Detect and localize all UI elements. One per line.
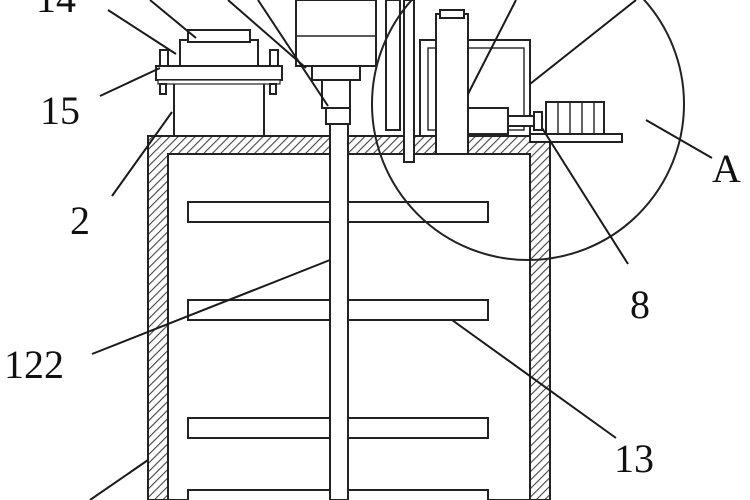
label-14: 14 xyxy=(36,0,76,21)
label-122: 122 xyxy=(4,342,64,387)
inlet-flange-assembly xyxy=(155,29,283,137)
label-13: 13 xyxy=(614,436,654,481)
label-2: 2 xyxy=(70,198,90,243)
motor xyxy=(295,0,377,125)
stirring-shaft xyxy=(329,123,349,500)
detail-circle-a xyxy=(371,0,685,261)
label-8: 8 xyxy=(630,282,650,327)
leader-lines xyxy=(89,0,713,500)
stirring-blades xyxy=(187,201,489,500)
label-15: 15 xyxy=(40,88,80,133)
callout-labels: 14 15 2 122 8 13 A xyxy=(4,0,741,481)
label-a: A xyxy=(712,146,741,191)
scraper-drive-mechanism xyxy=(385,0,623,163)
